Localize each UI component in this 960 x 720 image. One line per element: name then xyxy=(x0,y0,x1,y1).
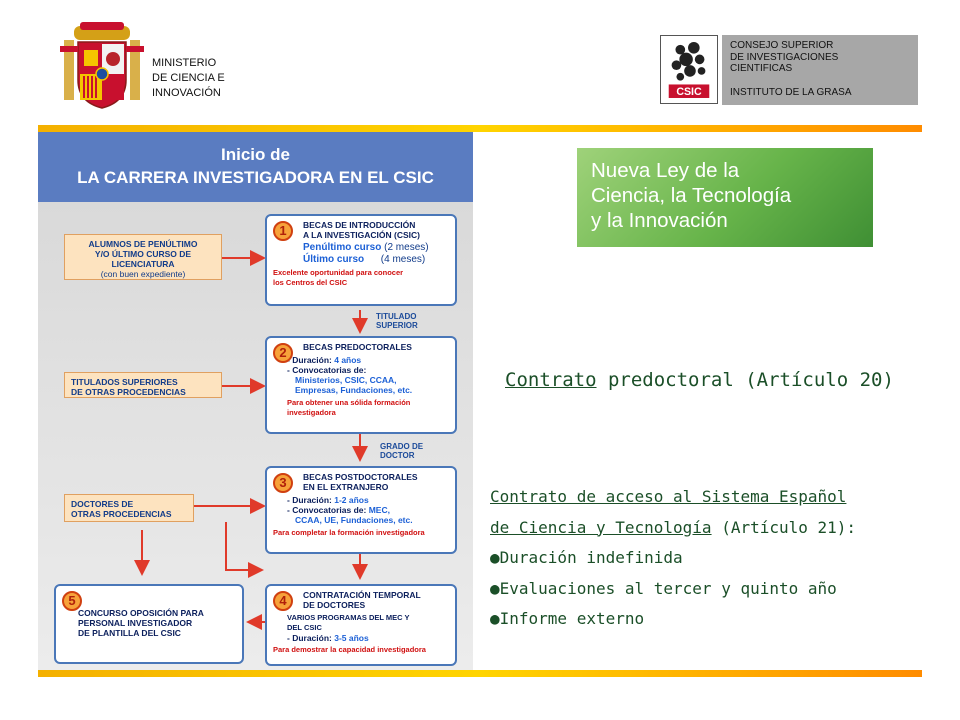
card-row: - Duración: 1-2 años xyxy=(287,495,369,505)
predoctoral-contract-link[interactable]: Contrato xyxy=(505,369,597,391)
source-line: TITULADOS SUPERIORES xyxy=(71,377,178,387)
ministry-name: MINISTERIO DE CIENCIA E INNOVACIÓN xyxy=(152,56,225,101)
bullet-item: ●Duración indefinida xyxy=(490,548,683,567)
card-row: DEL CSIC xyxy=(287,623,322,632)
career-flowchart: Inicio de LA CARRERA INVESTIGADORA EN EL… xyxy=(38,132,473,670)
predoctoral-contract-text: predoctoral (Artículo 20) xyxy=(596,369,894,391)
predoctoral-contract-line: Contrato predoctoral (Artículo 20) xyxy=(505,369,894,391)
source-box-graduates: TITULADOS SUPERIORES DE OTRAS PROCEDENCI… xyxy=(64,372,222,398)
card-title: CONTRATACIÓN TEMPORAL xyxy=(303,590,421,600)
card-intro-scholarships: 1 BECAS DE INTRODUCCIÓN A LA INVESTIGACI… xyxy=(265,214,457,306)
card-row: - Duración: 4 años xyxy=(287,355,362,365)
step-number-badge: 1 xyxy=(273,221,293,241)
step-number-badge: 2 xyxy=(273,343,293,363)
source-line: LICENCIATURA xyxy=(111,259,175,269)
csic-logo-icon: CSIC xyxy=(660,35,718,104)
csic-line: DE INVESTIGACIONES xyxy=(730,51,839,63)
ministry-line: MINISTERIO xyxy=(152,57,217,69)
card-row: Empresas, Fundaciones, etc. xyxy=(295,385,413,395)
ministry-line: INNOVACIÓN xyxy=(152,87,221,99)
card-note: Para demostrar la capacidad investigador… xyxy=(273,645,426,654)
card-row: - Convocatorias de: xyxy=(287,365,367,375)
flowchart-title-line2: LA CARRERA INVESTIGADORA EN EL CSIC xyxy=(77,168,434,187)
csic-line: CONSEJO SUPERIOR xyxy=(730,40,834,51)
source-box-students: ALUMNOS DE PENÚLTIMO Y/O ÚLTIMO CURSO DE… xyxy=(64,234,222,280)
card-row: VARIOS PROGRAMAS DEL MEC Y xyxy=(287,613,410,622)
card-title: DE DOCTORES xyxy=(303,600,366,610)
card-title: A LA INVESTIGACIÓN (CSIC) xyxy=(303,230,420,240)
card-title: EN EL EXTRANJERO xyxy=(303,482,389,492)
flowchart-arrows xyxy=(134,250,368,630)
spain-coat-of-arms-icon xyxy=(60,22,144,109)
source-line: DOCTORES DE xyxy=(71,499,134,509)
banner-line: y la Innovación xyxy=(591,209,728,232)
card-row: - Convocatorias de: MEC, xyxy=(287,505,390,515)
csic-logo-text: CSIC xyxy=(676,86,702,98)
institute-name: INSTITUTO DE LA GRASA xyxy=(730,86,852,98)
card-row: Ministerios, CSIC, CCAA, xyxy=(295,375,397,385)
step-number-badge: 5 xyxy=(62,591,82,611)
bullet-item: ●Evaluaciones al tercer y quinto año xyxy=(490,578,837,598)
card-row: DE PLANTILLA DEL CSIC xyxy=(78,628,181,638)
flowchart-title-line1: Inicio de xyxy=(221,145,290,164)
bullet-item: ●Informe externo xyxy=(490,609,645,628)
source-box-doctors: DOCTORES DE OTRAS PROCEDENCIAS xyxy=(64,494,194,522)
source-line: (con buen expediente) xyxy=(100,269,186,279)
card-title: BECAS POSTDOCTORALES xyxy=(303,472,418,482)
source-line: Y/O ÚLTIMO CURSO DE xyxy=(94,249,192,259)
source-line: DE OTRAS PROCEDENCIAS xyxy=(71,387,186,397)
csic-line: CIENTIFICAS xyxy=(730,63,793,74)
step-number-badge: 4 xyxy=(273,591,293,611)
banner-line: Nueva Ley de la xyxy=(591,159,740,182)
card-note: los Centros del CSIC xyxy=(273,278,348,287)
card-predoctoral-scholarships: 2 BECAS PREDOCTORALES - Duración: 4 años… xyxy=(265,336,457,434)
card-row: - Duración: 3-5 años xyxy=(287,633,369,643)
card-note: Excelente oportunidad para conocer xyxy=(273,268,404,277)
card-note: Para obtener una sólida formación xyxy=(287,398,411,407)
access-contract-section: Contrato de acceso al Sistema Español de… xyxy=(490,482,856,635)
card-note: investigadora xyxy=(287,408,336,417)
card-row: CCAA, UE, Fundaciones, etc. xyxy=(295,515,413,525)
flowchart-header: Inicio de LA CARRERA INVESTIGADORA EN EL… xyxy=(38,132,473,202)
arrow-source3-to-card4 xyxy=(225,522,264,578)
card-permanent-position: 5 CONCURSO OPOSICIÓN PARA PERSONAL INVES… xyxy=(54,584,244,664)
bottom-accent-bar xyxy=(38,670,922,677)
ministry-line: DE CIENCIA E xyxy=(152,72,225,84)
access-contract-heading: Contrato de acceso al Sistema Español xyxy=(490,487,847,506)
source-line: ALUMNOS DE PENÚLTIMO xyxy=(88,239,198,249)
card-row: CONCURSO OPOSICIÓN PARA xyxy=(78,608,204,618)
card-note: Para completar la formación investigador… xyxy=(273,528,425,537)
step-number-badge: 3 xyxy=(273,473,293,493)
card-title: BECAS PREDOCTORALES xyxy=(303,342,412,352)
card-temporary-contracts: 4 CONTRATACIÓN TEMPORAL DE DOCTORES VARI… xyxy=(265,584,457,666)
card-title: BECAS DE INTRODUCCIÓN xyxy=(303,220,416,230)
source-line: OTRAS PROCEDENCIAS xyxy=(71,509,172,519)
card-row: Último curso (4 meses) xyxy=(303,254,426,265)
top-accent-bar xyxy=(38,125,922,132)
access-contract-heading-line2: de Ciencia y Tecnología (Artículo 21): xyxy=(490,517,857,537)
banner-line: Ciencia, la Tecnología xyxy=(591,184,792,207)
card-postdoctoral-scholarships: 3 BECAS POSTDOCTORALES EN EL EXTRANJERO … xyxy=(265,466,457,554)
science-law-banner: Nueva Ley de la Ciencia, la Tecnología y… xyxy=(577,148,873,247)
card-row: PERSONAL INVESTIGADOR xyxy=(78,618,193,628)
card-row: Penúltimo curso (2 meses) xyxy=(303,242,429,253)
csic-name-box: CONSEJO SUPERIOR DE INVESTIGACIONES CIEN… xyxy=(722,35,918,105)
